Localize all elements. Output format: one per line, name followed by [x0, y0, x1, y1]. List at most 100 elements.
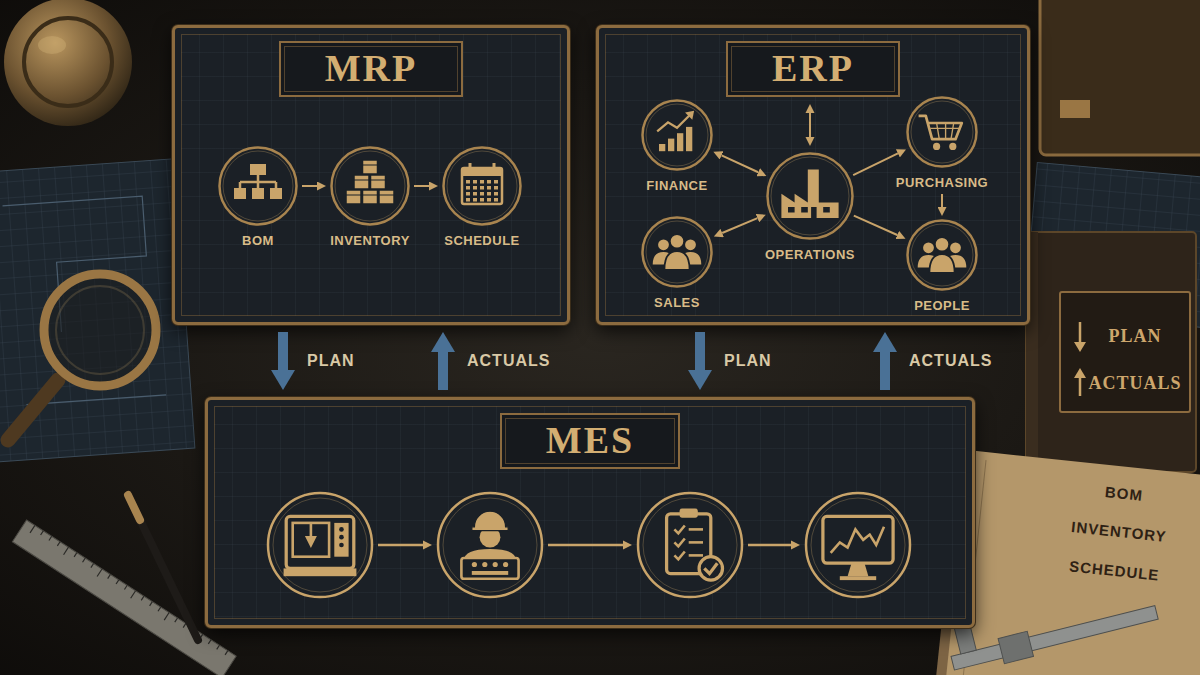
drawing-part	[3, 195, 167, 405]
drawing-part	[487, 198, 491, 202]
module-circle: BOM	[218, 146, 298, 249]
inventory-icon	[346, 160, 394, 204]
drawing-part	[768, 154, 853, 239]
drawing-part	[472, 562, 477, 567]
drawing-part	[659, 144, 665, 151]
drawing-part	[646, 104, 708, 166]
drawing-part	[284, 568, 357, 576]
link-arrow	[414, 185, 429, 187]
module-label: OPERATIONS	[765, 247, 855, 263]
drawing-part	[806, 104, 815, 113]
drawing-part	[643, 218, 712, 287]
drawing-part	[480, 192, 484, 196]
flow-arrow	[880, 352, 890, 390]
drawing-part	[1074, 368, 1086, 378]
note-label: INVENTORY	[1070, 518, 1167, 546]
edge-label-holder: ACTUALS	[909, 351, 992, 371]
station-icon	[268, 493, 372, 597]
drawing-part	[378, 544, 424, 547]
bom-icon	[234, 164, 282, 199]
drawing-part	[674, 539, 684, 547]
drawing-part	[919, 116, 962, 139]
drawing-part	[674, 552, 684, 560]
drawing-part	[657, 115, 689, 131]
drawing-part	[911, 224, 973, 286]
flow-label: PLAN	[307, 351, 355, 371]
drawing-part	[462, 168, 502, 204]
drawing-part	[823, 207, 830, 213]
drawing-part	[438, 493, 542, 597]
drawing-part	[354, 180, 369, 181]
drawing-part	[363, 165, 378, 166]
drawing-part	[791, 541, 800, 550]
drawing-part	[494, 192, 498, 196]
drawing-part	[466, 186, 470, 190]
drawing-part	[128, 495, 140, 520]
drawing-part	[270, 188, 282, 199]
drawing-part	[466, 198, 470, 202]
circle-outline	[218, 146, 298, 226]
drawing-part	[462, 168, 502, 176]
double-arrow	[806, 104, 815, 146]
link-arrow	[853, 153, 898, 175]
flow-label: ACTUALS	[909, 351, 992, 371]
note-label: SCHEDULE	[1068, 557, 1160, 584]
circle-outline	[442, 146, 522, 226]
note-holder: SCHEDULE	[1068, 557, 1160, 584]
drawing-part	[643, 498, 737, 592]
drawing-part	[250, 164, 266, 175]
drawing-part	[332, 148, 409, 225]
drawing-part	[809, 112, 811, 138]
drawing-part	[473, 198, 477, 202]
drawing-part	[1026, 232, 1196, 472]
drawing-part	[704, 563, 717, 573]
circle-outline	[330, 146, 410, 226]
module-label: PEOPLE	[914, 298, 970, 314]
drawing-part	[685, 239, 696, 250]
drawing-part	[623, 541, 632, 550]
drawing-part	[0, 159, 195, 463]
drawing-part	[480, 180, 484, 184]
drawing-part	[677, 133, 683, 151]
drawing-part	[908, 98, 977, 167]
system-title: MES	[500, 413, 680, 469]
drawing-part	[473, 192, 477, 196]
drawing-part	[680, 509, 698, 518]
drawing-part	[908, 221, 977, 290]
flow-arrow	[548, 541, 632, 550]
drawing-part	[503, 562, 508, 567]
system-panel: BOM INVENTORY SCHEDULE MRP	[172, 25, 570, 325]
drawing-part	[268, 493, 372, 597]
module-label: INVENTORY	[330, 233, 410, 249]
drawing-part	[423, 541, 432, 550]
drawing-part	[44, 274, 156, 386]
module-label: FINANCE	[646, 178, 707, 194]
module-label: SALES	[654, 295, 700, 311]
checklist-icon	[667, 509, 723, 580]
system-title: MRP	[279, 41, 464, 97]
circle-outline	[641, 99, 713, 171]
calipers	[943, 575, 1159, 675]
drawing-part	[494, 198, 498, 202]
drawing-part	[1074, 342, 1086, 352]
flow-arrow	[278, 332, 288, 370]
drawing-part	[346, 190, 361, 204]
module-circle: PURCHASING	[892, 96, 992, 191]
drawing-part	[908, 98, 977, 167]
note-holder: INVENTORY	[1070, 518, 1167, 546]
module-circle: SCHEDULE	[440, 146, 524, 249]
drawing-part	[949, 143, 956, 150]
drawing-part	[699, 557, 722, 580]
drawing-part	[643, 218, 712, 287]
monitor-icon	[823, 516, 893, 580]
worker-icon	[461, 511, 518, 579]
drawing-part	[668, 139, 674, 152]
circle-outline	[906, 219, 978, 291]
drawing-part	[346, 195, 361, 196]
module-label: BOM	[242, 233, 274, 249]
drawing-part	[335, 151, 405, 221]
edge-label-holder: PLAN	[307, 351, 355, 371]
note-holder: ACTUALS	[1088, 372, 1181, 394]
drawing-part	[686, 127, 692, 151]
